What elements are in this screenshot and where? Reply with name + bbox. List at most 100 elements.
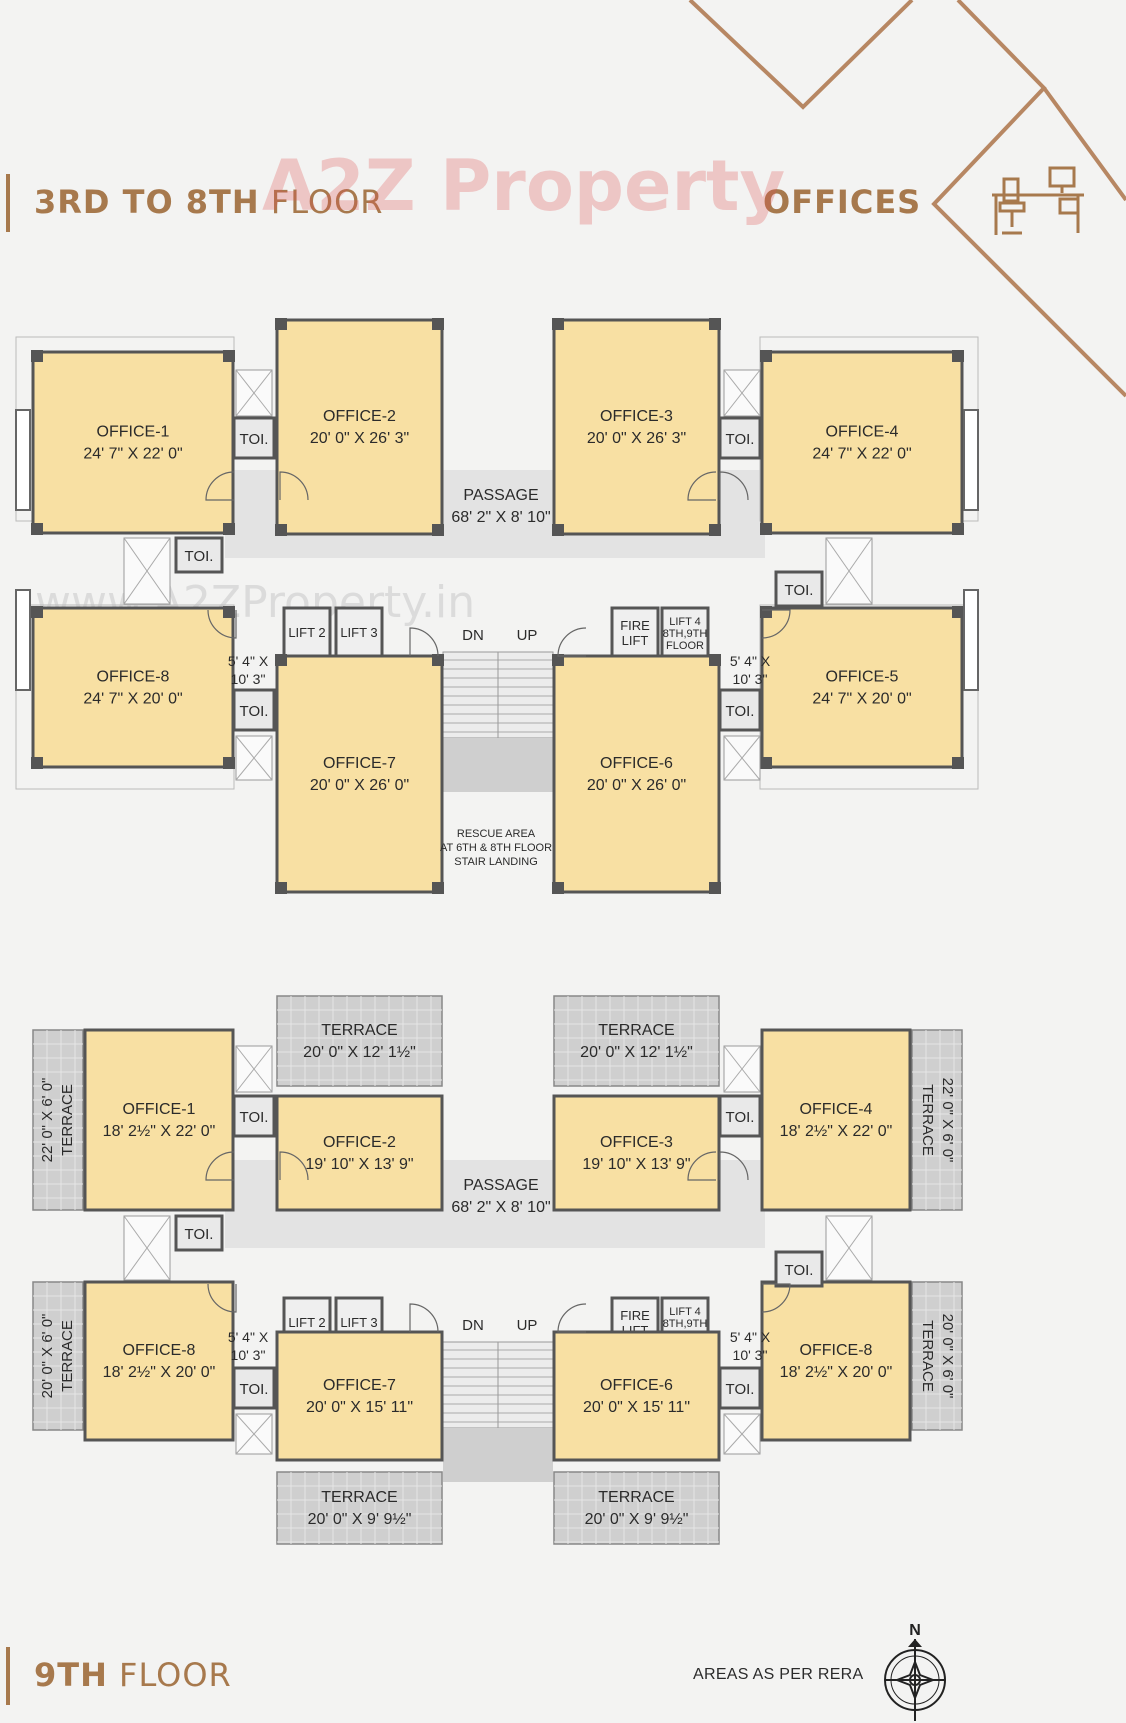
terrace-label: TERRACE xyxy=(59,1320,76,1392)
office-size: 18' 2½" X 22' 0" xyxy=(103,1123,216,1140)
lift-4-label-2: 8TH,9TH xyxy=(663,1318,708,1330)
office-name: OFFICE-3 xyxy=(600,1134,673,1151)
footer-floor-title: 9TH FLOOR xyxy=(34,1656,232,1694)
toilet-label: TOI. xyxy=(240,431,269,448)
passage-label: PASSAGE xyxy=(463,1177,538,1194)
terrace-label: TERRACE xyxy=(919,1320,936,1392)
fire-lift xyxy=(610,606,660,660)
door-swing xyxy=(207,609,237,639)
terrace-size: 20' 0" X 12' 1½" xyxy=(303,1044,416,1061)
small-dim: 5' 4" X xyxy=(730,1329,771,1345)
lift-3-label: LIFT 3 xyxy=(340,1315,377,1330)
small-dim: 10' 3" xyxy=(231,1347,266,1363)
shaft-line xyxy=(825,537,873,605)
office-room xyxy=(275,1094,444,1212)
shaft-line xyxy=(235,1045,273,1093)
toilet xyxy=(718,688,762,732)
shaft-line xyxy=(123,1215,171,1281)
office-name: OFFICE-2 xyxy=(323,1134,396,1151)
rescue-label: AT 6TH & 8TH FLOOR xyxy=(440,842,552,854)
corner-decoration xyxy=(688,0,1126,398)
lift-2 xyxy=(282,606,332,660)
north-label: N xyxy=(909,1622,921,1639)
office-room xyxy=(31,606,235,769)
toilet xyxy=(718,416,762,460)
column xyxy=(952,523,964,535)
office-room xyxy=(83,1028,235,1212)
column xyxy=(275,524,287,536)
fire-lift-label-1: FIRE xyxy=(620,618,650,633)
column xyxy=(432,318,444,330)
toilet xyxy=(774,570,824,608)
toilet xyxy=(232,1366,276,1410)
column xyxy=(952,757,964,769)
door-swing xyxy=(719,1151,749,1181)
door-swing xyxy=(207,1283,237,1313)
shaft-line xyxy=(723,369,761,417)
column xyxy=(432,654,444,666)
terrace-label: TERRACE xyxy=(321,1489,397,1506)
column xyxy=(31,523,43,535)
terrace-size: 20' 0" X 9' 9½" xyxy=(308,1511,412,1528)
office-room xyxy=(760,1280,912,1442)
door-swing xyxy=(279,1151,309,1181)
office-size: 20' 0" X 26' 3" xyxy=(587,430,686,447)
lift-4-label-3: FLOOR xyxy=(666,640,704,652)
office-room xyxy=(275,318,444,536)
toilet xyxy=(174,1214,224,1252)
footer-accent-bar xyxy=(6,1647,10,1705)
lift-4 xyxy=(660,606,710,660)
office-room xyxy=(552,1330,721,1462)
office-name: OFFICE-7 xyxy=(323,755,396,772)
shaft-line xyxy=(123,537,171,605)
column xyxy=(552,654,564,666)
office-size: 24' 7" X 22' 0" xyxy=(83,446,182,463)
fire-lift-label-2: LIFT xyxy=(622,633,649,648)
column xyxy=(31,350,43,362)
office-room xyxy=(275,654,444,894)
column xyxy=(709,318,721,330)
office-name: OFFICE-5 xyxy=(826,669,899,686)
column xyxy=(275,654,287,666)
office-room xyxy=(760,1028,912,1212)
shaft-line xyxy=(235,369,273,417)
footer-floor-title-bold: 9TH xyxy=(34,1656,108,1694)
toilet-label: TOI. xyxy=(726,1381,755,1398)
terrace-size: 20' 0" X 6' 0" xyxy=(939,1314,956,1399)
toilet xyxy=(232,688,276,732)
lift-4-label-1: LIFT 4 xyxy=(669,1306,701,1318)
floor-title: 3RD TO 8TH FLOOR xyxy=(34,183,384,221)
toilet-label: TOI. xyxy=(785,1262,814,1279)
office-size: 20' 0" X 26' 0" xyxy=(587,777,686,794)
column xyxy=(223,606,235,618)
stair-down-label: DN xyxy=(462,627,484,644)
door-swing xyxy=(279,471,309,501)
column xyxy=(223,350,235,362)
office-room xyxy=(31,350,235,535)
office-size: 20' 0" X 26' 0" xyxy=(310,777,409,794)
column xyxy=(952,606,964,618)
column xyxy=(552,882,564,894)
door-swing xyxy=(687,1151,717,1181)
terrace-size: 20' 0" X 6' 0" xyxy=(39,1314,56,1399)
office-room xyxy=(760,350,964,535)
stair-up-label: UP xyxy=(517,627,538,644)
window xyxy=(963,409,979,511)
terrace-label: TERRACE xyxy=(321,1022,397,1039)
lift-4-label-2: 8TH,9TH xyxy=(663,628,708,640)
terrace-size: 20' 0" X 9' 9½" xyxy=(585,1511,689,1528)
terrace-size: 20' 0" X 12' 1½" xyxy=(580,1044,693,1061)
column xyxy=(760,350,772,362)
office-size: 20' 0" X 15' 11" xyxy=(306,1399,413,1416)
column xyxy=(223,757,235,769)
rescue-label: RESCUE AREA xyxy=(457,828,536,840)
column xyxy=(432,882,444,894)
office-size: 19' 10" X 13' 9" xyxy=(582,1156,690,1173)
door-swing xyxy=(557,627,587,657)
window xyxy=(15,589,31,691)
office-room xyxy=(552,654,721,894)
terrace-label: TERRACE xyxy=(919,1084,936,1156)
shaft-line xyxy=(235,1413,273,1455)
floor-title-bold: 3RD TO 8TH xyxy=(34,183,260,221)
